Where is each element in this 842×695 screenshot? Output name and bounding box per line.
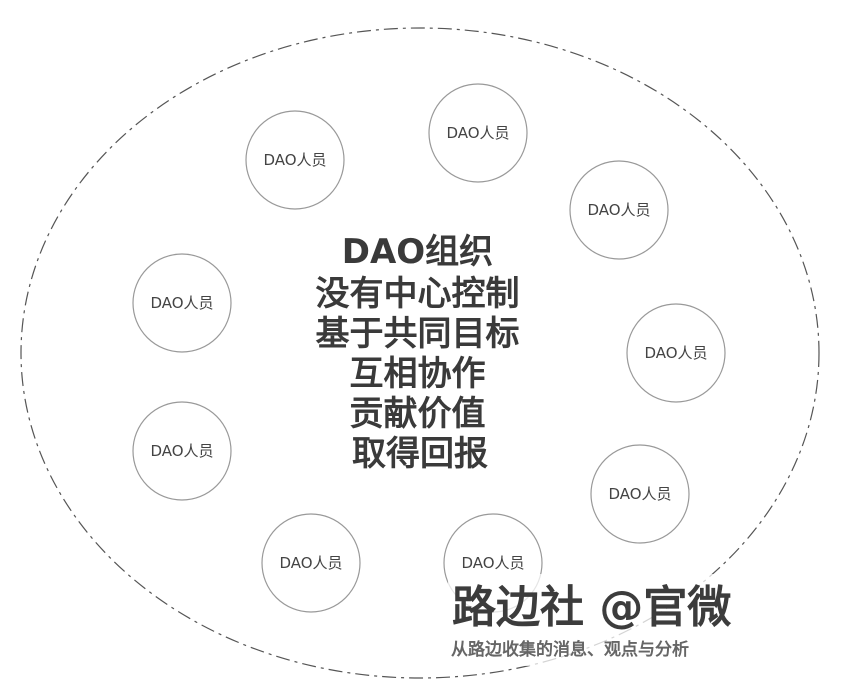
member-label: DAO人员 — [644, 344, 707, 362]
member-circle — [132, 253, 232, 353]
member-label: DAO人员 — [150, 442, 213, 460]
center-line: 贡献价值 — [349, 394, 485, 434]
member-label: DAO人员 — [263, 151, 326, 169]
member-node: DAO人员 — [626, 303, 726, 403]
member-label: DAO人员 — [587, 201, 650, 219]
dao-boundary-ellipse — [20, 27, 820, 679]
member-node: DAO人员 — [428, 83, 528, 183]
member-node: DAO人员 — [132, 253, 232, 353]
center-line: 互相协作 — [349, 354, 485, 394]
member-circle — [245, 110, 345, 210]
center-description: DAO组织 没有中心控制 基于共同目标 互相协作 贡献价值 取得回报 — [315, 232, 524, 474]
member-circle — [590, 444, 690, 544]
watermark-backdrop — [448, 574, 740, 666]
member-circle — [569, 160, 669, 260]
member-node: DAO人员 — [569, 160, 669, 260]
center-line: 基于共同目标 — [315, 314, 519, 354]
member-circle — [261, 513, 361, 613]
member-label: DAO人员 — [446, 124, 509, 142]
member-node: DAO人员 — [261, 513, 361, 613]
member-circle — [132, 401, 232, 501]
member-node: DAO人员 — [245, 110, 345, 210]
watermark-subtitle: 从路边收集的消息、观点与分析 — [451, 639, 689, 660]
member-circle — [428, 83, 528, 183]
member-node: DAO人员 — [132, 401, 232, 501]
center-line: 取得回报 — [352, 434, 488, 474]
center-line: DAO组织 — [342, 232, 493, 272]
watermark-title: 路边社 @官微 — [452, 582, 731, 633]
member-label: DAO人员 — [150, 294, 213, 312]
member-node: DAO人员 — [590, 444, 690, 544]
member-circle — [626, 303, 726, 403]
center-line: 没有中心控制 — [315, 274, 519, 314]
member-label: DAO人员 — [608, 485, 671, 503]
member-label: DAO人员 — [279, 554, 342, 572]
member-label: DAO人员 — [461, 554, 524, 572]
